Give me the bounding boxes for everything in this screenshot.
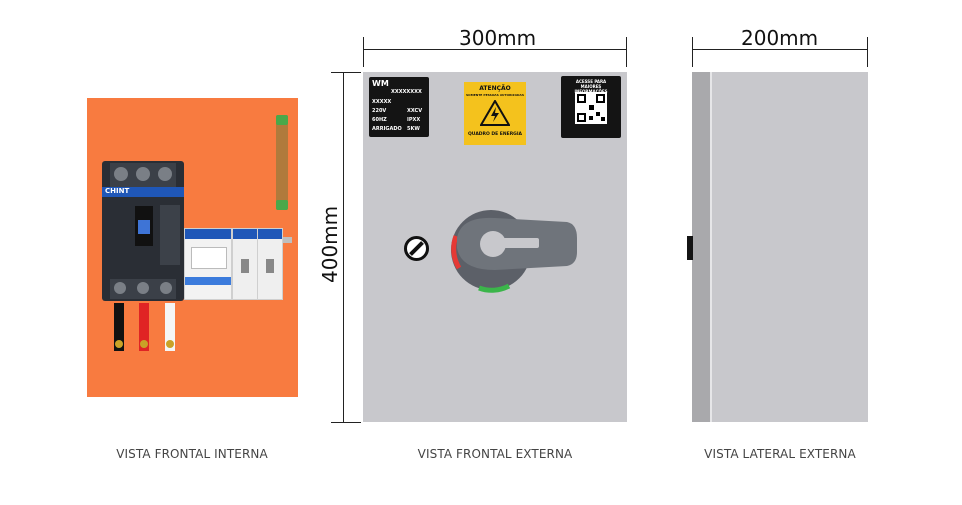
dim-height-tick-bottom xyxy=(331,422,361,423)
dim-height-label: 400mm xyxy=(318,205,342,283)
dim-depth-tick-left xyxy=(692,37,693,67)
warning-title: ATENÇÃO xyxy=(479,85,511,92)
dim-width-tick-right xyxy=(626,37,627,67)
ground-bar xyxy=(276,115,288,210)
handle-side-profile xyxy=(687,236,693,260)
cable-terminal-1 xyxy=(115,340,123,348)
nameplate-power: 5KW xyxy=(407,126,420,132)
cable-black xyxy=(114,303,124,351)
high-voltage-icon xyxy=(479,99,511,126)
qr-code-icon xyxy=(575,92,607,124)
dim-width-line xyxy=(363,49,627,50)
breaker-top-terminals xyxy=(110,163,176,187)
mcb-device-1 xyxy=(232,228,258,300)
breaker-brand-label: CHINT xyxy=(105,187,130,195)
breaker-toggle-window xyxy=(135,206,153,246)
rotary-switch-handle[interactable] xyxy=(449,208,579,293)
door-hinge xyxy=(710,72,712,422)
dim-depth-tick-right xyxy=(867,37,868,67)
enclosure-front: WM XXXXXXXX XXXXX 220V XXCV 60HZ IPXX AR… xyxy=(363,72,627,422)
lock-icon xyxy=(404,236,429,261)
warning-footer: QUADRO DE ENERGIA xyxy=(467,132,523,137)
dim-depth-label: 200mm xyxy=(741,26,819,50)
dim-width-tick-left xyxy=(363,37,364,67)
nameplate-serial: XXXXXXXX xyxy=(391,89,422,95)
cable-red xyxy=(139,303,149,351)
warning-label: ATENÇÃO SOMENTE PESSOAS AUTORIZADAS QUAD… xyxy=(464,82,526,145)
nameplate-voltage: 220V xyxy=(372,108,387,114)
dim-width-label: 300mm xyxy=(459,26,537,50)
breaker-blue-band: CHINT xyxy=(102,187,184,197)
nameplate-bottom: ARRIGADO xyxy=(372,126,402,132)
nameplate-current: XXCV xyxy=(407,108,423,114)
caption-external-front: VISTA FRONTAL EXTERNA xyxy=(417,447,573,461)
qr-title: ACESSE PARA MAIORES INFORMAÇÕES xyxy=(574,79,607,94)
nameplate-frequency: 60HZ xyxy=(372,117,387,123)
nameplate-protection: IPXX xyxy=(407,117,421,123)
caption-internal: VISTA FRONTAL INTERNA xyxy=(116,447,268,461)
rcd-device xyxy=(184,228,232,300)
breaker-label-panel xyxy=(160,205,180,265)
nameplate-brand: WM xyxy=(372,79,389,88)
dim-depth-line xyxy=(692,49,868,50)
caption-external-side: VISTA LATERAL EXTERNA xyxy=(704,447,856,461)
dim-height-line xyxy=(343,72,344,422)
warning-subtitle: SOMENTE PESSOAS AUTORIZADAS xyxy=(466,93,524,97)
nameplate-model: XXXXX xyxy=(372,99,392,105)
door-edge xyxy=(692,72,710,422)
cable-white xyxy=(165,303,175,351)
mcb-device-2 xyxy=(257,228,283,300)
nameplate-label: WM XXXXXXXX XXXXX 220V XXCV 60HZ IPXX AR… xyxy=(369,77,429,137)
qr-label: ACESSE PARA MAIORES INFORMAÇÕES xyxy=(561,76,621,138)
cable-terminal-2 xyxy=(140,340,148,348)
dim-height-tick-top xyxy=(331,72,361,73)
enclosure-side xyxy=(687,72,868,422)
breaker-bottom-terminals xyxy=(110,279,176,299)
internal-view: CHINT xyxy=(87,98,298,397)
cable-terminal-3 xyxy=(166,340,174,348)
main-breaker: CHINT xyxy=(102,161,184,301)
